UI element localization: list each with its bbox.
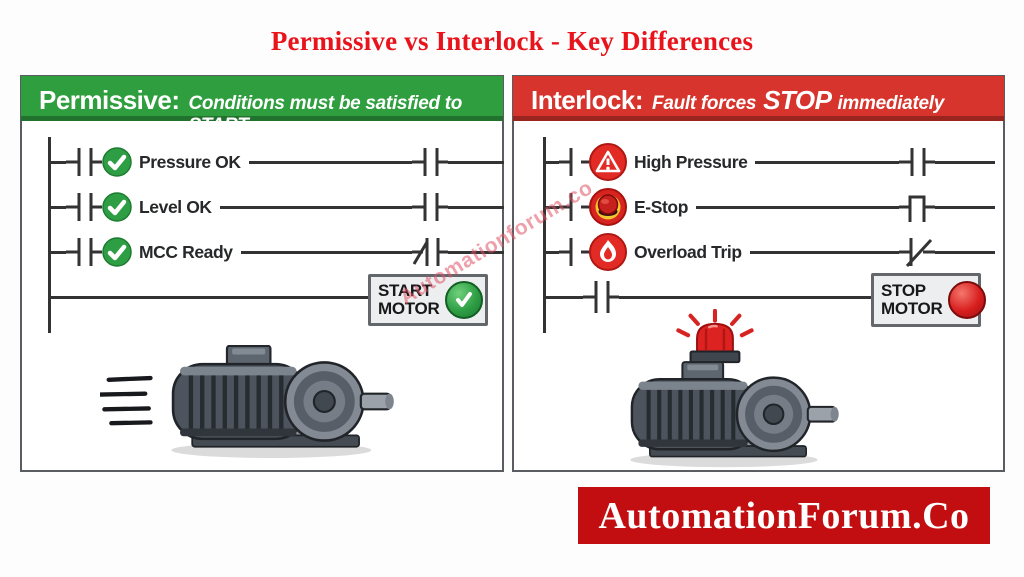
output-rung-line [543,296,583,299]
interlock-subtitle-post: immediately [837,93,944,114]
beacon-icon [676,309,754,364]
permissive-panel: Permissive: Conditions must be satisfied… [20,75,504,472]
brand-name: AutomationForum.Co [598,494,970,537]
stopped-motor-illustration [629,309,840,469]
permissive-header: Permissive: Conditions must be satisfied… [21,76,503,136]
rung-label: Pressure OK [139,151,241,172]
rung-overload-trip: Overload Trip [543,232,995,272]
rung-e-stop: E-Stop [543,187,995,227]
no-contact-symbol [412,148,448,176]
interlock-header: Interlock: Fault forces STOP immediately [513,76,1004,121]
warning-triangle-icon [589,143,627,181]
no-contact-symbol [559,148,589,176]
rung-label: High Pressure [634,151,748,172]
output-rung-line [48,296,370,299]
rung-label: MCC Ready [139,241,233,262]
nc-slash-contact-symbol [899,238,935,268]
page-title: Permissive vs Interlock - Key Difference… [270,26,754,56]
check-circle-icon [102,192,132,222]
nc-contact-symbol [412,238,448,266]
output-rung-line [619,296,871,299]
rung-high-pressure: High Pressure [543,142,995,182]
footer-banner: AutomationForum.Co [578,487,990,544]
rung-mcc-ready: MCC Ready [48,234,504,270]
no-contact-symbol [559,238,589,266]
rung-label: Overload Trip [634,241,742,262]
stop-button-icon [948,281,987,319]
check-circle-icon [102,237,132,267]
permissive-term: Permissive: [39,85,180,115]
ladder-left-rail [543,137,546,333]
flame-icon [589,233,627,271]
rung-label: E-Stop [634,196,688,217]
rung-level-ok: Level OK [48,189,504,225]
check-circle-icon [102,147,132,177]
interlock-panel: Interlock: Fault forces STOP immediately… [512,75,1005,472]
no-contact-symbol [899,148,935,176]
permissive-subtitle: Conditions must be satisfied to START [188,93,463,136]
rung-pressure-ok: Pressure OK [48,144,504,180]
no-contact-symbol [412,193,448,221]
nc-bridge-contact-symbol [899,195,935,222]
interlock-subtitle-pre: Fault forces [652,93,757,114]
interlock-subtitle-stop: STOP [763,85,832,115]
speed-lines-icon [100,375,153,426]
no-contact-symbol [66,193,102,221]
running-motor-illustration [100,345,396,458]
no-contact-symbol [66,238,102,266]
no-contact-symbol [66,148,102,176]
ladder-left-rail [48,137,51,333]
interlock-term: Interlock: [531,85,644,115]
no-contact-symbol [559,193,589,221]
rung-label: Level OK [139,196,212,217]
estop-button-icon [589,188,627,226]
start-button-icon [445,281,484,319]
check-icon [456,292,473,307]
no-contact-symbol [583,281,619,313]
